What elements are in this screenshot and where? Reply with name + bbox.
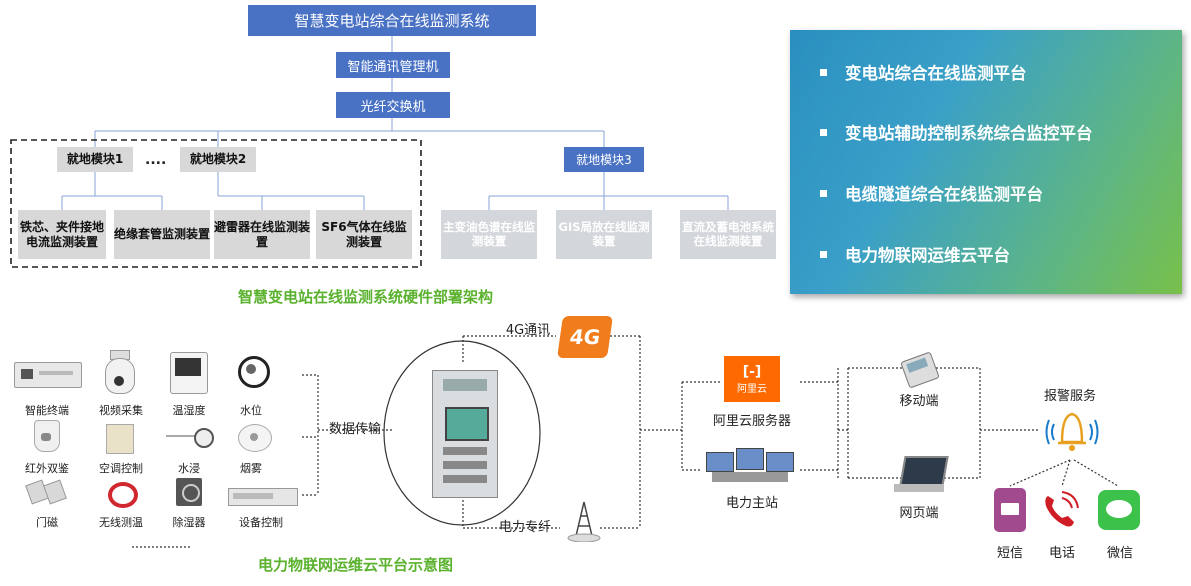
comm-4g-label: 4G通讯 bbox=[505, 323, 551, 338]
device-control-icon bbox=[228, 488, 298, 506]
infrared-detector-icon bbox=[34, 420, 60, 452]
hierarchy-connectors bbox=[10, 36, 729, 268]
phone-call-icon bbox=[1040, 490, 1080, 530]
bullet-icon bbox=[820, 189, 827, 197]
bell-svg bbox=[1045, 412, 1099, 451]
mobile-label: 移动端 bbox=[899, 394, 939, 409]
platform-panel: 变电站综合在线监测平台 变电站辅助控制系统综合监控平台 电缆隧道综合在线监测平台… bbox=[790, 30, 1182, 294]
sensor-label: 门磁 bbox=[36, 516, 58, 529]
door-sensor-icon bbox=[25, 479, 67, 505]
laptop-icon bbox=[894, 456, 949, 494]
4g-badge-icon: 4G bbox=[557, 316, 613, 358]
sensor-label: 除湿器 bbox=[172, 516, 206, 529]
sensor-label: 水位 bbox=[240, 404, 262, 417]
sensor-label: 空调控制 bbox=[99, 462, 143, 475]
device-gis-pd: GIS局放在线监测装置 bbox=[556, 210, 652, 259]
web-label: 网页端 bbox=[899, 506, 939, 521]
thermo-hygrometer-icon bbox=[170, 352, 208, 394]
platform-item-label: 变电站辅助控制系统综合监控平台 bbox=[845, 124, 1093, 143]
device-core-clamp-ground-current: 铁芯、夹件接地电流监测装置 bbox=[18, 210, 106, 259]
alarm-channel-label: 电话 bbox=[1048, 546, 1075, 561]
sensor-label: 水浸 bbox=[178, 462, 200, 475]
power-station-label: 电力主站 bbox=[725, 496, 778, 511]
power-station-icon bbox=[702, 448, 798, 486]
device-dc-battery: 直流及蓄电池系统在线监测装置 bbox=[680, 210, 776, 259]
tower-icon bbox=[566, 498, 602, 543]
video-camera-icon bbox=[104, 350, 135, 394]
water-leak-sensor-icon bbox=[166, 428, 214, 448]
fiber-switch-box: 光纤交换机 bbox=[336, 92, 450, 118]
platform-item-label: 电力物联网运维云平台 bbox=[845, 246, 1010, 265]
comm-manager-box: 智能通讯管理机 bbox=[336, 52, 450, 78]
alarm-channel-label: 微信 bbox=[1106, 546, 1133, 561]
sensor-label: 视频采集 bbox=[99, 404, 143, 417]
hierarchy-caption: 智慧变电站在线监测系统硬件部署架构 bbox=[238, 288, 494, 306]
aliyun-bracket-icon: [-] bbox=[742, 363, 762, 380]
phone-svg bbox=[1045, 491, 1079, 527]
network-caption: 电力物联网运维云平台示意图 bbox=[258, 556, 454, 574]
monitoring-cabinet-icon bbox=[432, 370, 498, 498]
bullet-icon bbox=[820, 68, 827, 76]
sensor-label: 红外双鉴 bbox=[25, 462, 69, 475]
dehumidifier-icon bbox=[176, 478, 202, 506]
top-title-box: 智慧变电站综合在线监测系统 bbox=[248, 5, 536, 36]
device-sf6-monitor: SF6气体在线监测装置 bbox=[316, 210, 412, 259]
wechat-icon bbox=[1098, 490, 1140, 530]
alarm-bell-icon bbox=[1044, 406, 1100, 456]
data-transfer-label: 数据传输 bbox=[328, 422, 381, 437]
platform-item: 变电站综合在线监测平台 bbox=[820, 60, 1027, 84]
smart-terminal-icon bbox=[14, 362, 82, 388]
sms-icon bbox=[994, 488, 1026, 532]
device-bushing-monitor: 绝缘套管监测装置 bbox=[114, 210, 210, 259]
bullet-icon bbox=[820, 128, 827, 136]
platform-item: 电缆隧道综合在线监测平台 bbox=[820, 181, 1043, 205]
water-level-icon bbox=[236, 352, 270, 392]
aliyun-logo-text: 阿里云 bbox=[737, 383, 767, 395]
module-ellipsis: .... bbox=[145, 152, 167, 168]
local-module-2: 就地模块2 bbox=[180, 147, 256, 172]
platform-item-label: 电缆隧道综合在线监测平台 bbox=[845, 185, 1043, 204]
sensor-label: 智能终端 bbox=[25, 404, 69, 417]
wireless-temp-sensor-icon bbox=[106, 478, 138, 508]
sensor-label: 烟雾 bbox=[240, 462, 262, 475]
network-connectors bbox=[132, 335, 1119, 548]
alarm-label: 报警服务 bbox=[1043, 389, 1096, 404]
local-module-3: 就地模块3 bbox=[564, 147, 644, 172]
local-module-1: 就地模块1 bbox=[57, 147, 133, 172]
aliyun-logo-icon: [-] 阿里云 bbox=[724, 356, 780, 402]
platform-item: 电力物联网运维云平台 bbox=[820, 242, 1010, 266]
aliyun-server-label: 阿里云服务器 bbox=[712, 414, 791, 429]
sensor-label: 设备控制 bbox=[239, 516, 283, 529]
sensor-label: 无线测温 bbox=[99, 516, 143, 529]
ac-controller-icon bbox=[106, 424, 134, 454]
device-oil-chromatography: 主变油色谱在线监测装置 bbox=[441, 210, 537, 259]
platform-item: 变电站辅助控制系统综合监控平台 bbox=[820, 120, 1093, 144]
device-arrester-monitor: 避雷器在线监测装置 bbox=[214, 210, 310, 259]
smoke-detector-icon bbox=[238, 424, 272, 452]
alarm-channel-label: 短信 bbox=[996, 546, 1023, 561]
bullet-icon bbox=[820, 250, 827, 258]
sensor-label: 温湿度 bbox=[172, 404, 206, 417]
tower-svg bbox=[567, 501, 601, 543]
platform-item-label: 变电站综合在线监测平台 bbox=[845, 64, 1027, 83]
power-fiber-label: 电力专纤 bbox=[498, 520, 551, 535]
